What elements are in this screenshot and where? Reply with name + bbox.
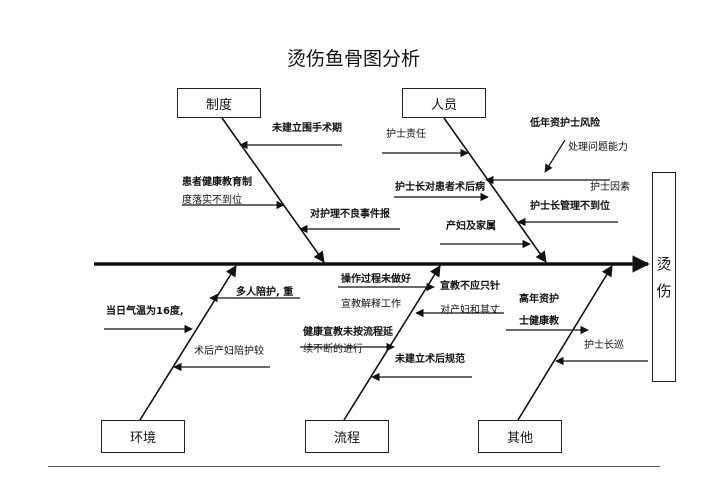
cause-label: 高年资护 <box>519 294 559 305</box>
effect-box: 烫 伤 <box>652 172 676 382</box>
cause-label: 当日气温为16度, <box>106 306 184 317</box>
cause-label: 对护理不良事件报 <box>310 209 390 220</box>
category-process: 流程 <box>305 420 389 453</box>
sub-arrow <box>544 139 566 173</box>
bone-environment <box>139 265 237 421</box>
cause-label: 术后产妇陪护较 <box>194 346 264 357</box>
cause-label: 护士长对患者术后病 <box>395 182 485 193</box>
cause-label: 未建立术后规范 <box>395 354 465 365</box>
cause-label: 护士因素 <box>590 182 630 193</box>
diagram-title: 烫伤鱼骨图分析 <box>286 48 420 70</box>
cause-label: 处理问题能力 <box>568 142 628 153</box>
cause-label: 未建立围手术期 <box>272 123 342 134</box>
cause-label: 宣教不应只针 <box>440 281 500 292</box>
cause-label: 患者健康教育制 <box>182 177 252 188</box>
cause-label: 操作过程未做好 <box>341 274 411 285</box>
effect-char: 伤 <box>656 282 672 300</box>
cause-label: 护士长巡 <box>584 340 624 351</box>
footer-divider <box>48 466 660 467</box>
effect-char: 烫 <box>656 255 672 273</box>
category-people: 人员 <box>402 88 486 118</box>
bone-people <box>443 117 547 263</box>
cause-label: 度落实不到位 <box>182 195 242 206</box>
cause-label: 健康宣教未按流程延 <box>303 327 393 338</box>
cause-label: 护士责任 <box>386 129 426 140</box>
cause-label: 产妇及家属 <box>446 221 496 232</box>
cause-label: 士健康教 <box>519 316 559 327</box>
category-environment: 环境 <box>101 420 185 453</box>
category-other: 其他 <box>478 420 562 453</box>
bone-system <box>221 117 325 263</box>
cause-label: 低年资护士风险 <box>530 118 600 129</box>
category-system: 制度 <box>177 88 261 118</box>
cause-label: 宣教解释工作 <box>341 299 401 310</box>
cause-label: 多人陪护, 重 <box>236 287 294 298</box>
cause-label: 对产妇和其丈 <box>440 305 500 316</box>
cause-label: 续不断的进行 <box>303 344 363 355</box>
cause-label: 护士长管理不到位 <box>530 201 610 212</box>
bone-process <box>343 265 441 421</box>
bone-other <box>517 265 613 421</box>
